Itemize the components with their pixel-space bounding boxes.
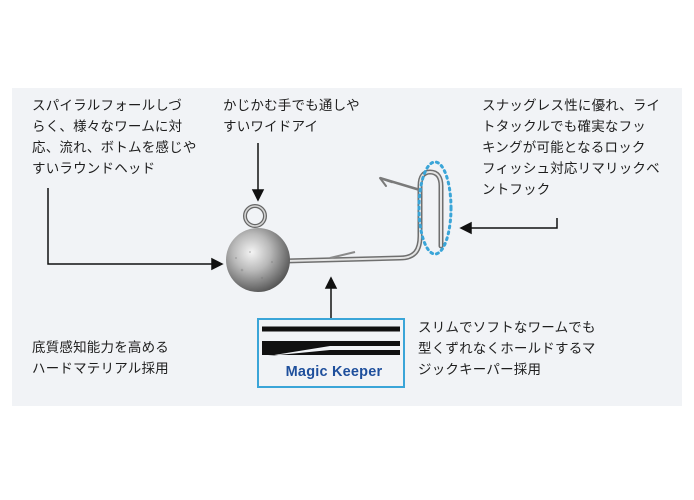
round-head (226, 228, 290, 292)
round-head-description: スパイラルフォールしづ らく、様々なワームに対 応、流れ、ボトムを感じや すいラ… (32, 98, 197, 177)
keeper-description: スリムでソフトなワームでも 型くずれなくホールドするマ ジックキーパー採用 (418, 320, 596, 378)
callout-arrows (47, 143, 558, 318)
magic-keeper-graphic (257, 318, 405, 388)
wide-eye-ring (243, 204, 267, 228)
hook-description: スナッグレス性に優れ、ライ トタックルでも確実なフッ キングが可能となるロック … (482, 98, 661, 198)
material-description: 底質感知能力を高める ハードマテリアル採用 (32, 340, 169, 377)
head-texture (235, 251, 282, 280)
hook-wire (282, 169, 444, 264)
magic-keeper-logo-text: Magic Keeper (268, 364, 400, 380)
hook-highlight-ellipse (417, 160, 453, 256)
wide-eye-description: かじかむ手でも通しや すいワイドアイ (223, 98, 360, 135)
